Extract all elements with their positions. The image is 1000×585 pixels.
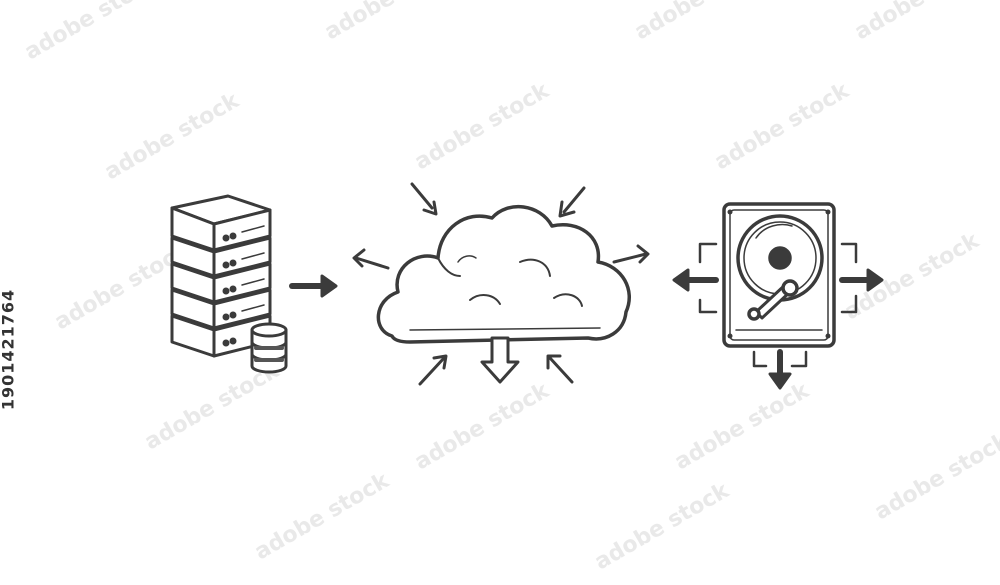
watermark: adobe stock — [631, 0, 775, 45]
watermark: adobe stock — [841, 228, 985, 326]
arrow-outward-icon — [612, 244, 650, 264]
watermark: adobe stock — [411, 78, 555, 176]
watermark: adobe stock — [251, 468, 395, 566]
watermark: adobe stock — [411, 378, 555, 476]
watermark: adobe stock — [711, 78, 855, 176]
watermark: adobe stock — [671, 378, 815, 476]
arrow-outward-icon — [352, 248, 390, 270]
watermark: adobe stock — [321, 0, 465, 45]
watermark: adobe stock — [591, 478, 735, 576]
download-arrow-icon — [480, 336, 520, 384]
bracket-icon — [698, 242, 858, 368]
watermark: adobe stock — [21, 0, 165, 65]
arrow-down-icon — [768, 349, 792, 390]
watermark: adobe stock — [871, 428, 1000, 526]
arrow-inward-icon — [546, 354, 574, 384]
server-rack-icon — [170, 194, 272, 358]
arrow-inward-icon — [410, 182, 438, 216]
watermark: adobe stock — [101, 88, 245, 186]
arrow-left-icon — [672, 268, 719, 292]
stock-image-id: 1901421764 — [0, 288, 18, 411]
hard-drive-icon — [722, 202, 836, 348]
arrow-right-icon — [839, 268, 884, 292]
database-cylinder-icon — [250, 322, 288, 374]
arrow-right-icon — [289, 274, 338, 298]
arrow-inward-icon — [418, 354, 448, 386]
arrow-inward-icon — [558, 186, 586, 218]
cloud-icon — [376, 204, 632, 344]
watermark: adobe stock — [851, 0, 995, 45]
